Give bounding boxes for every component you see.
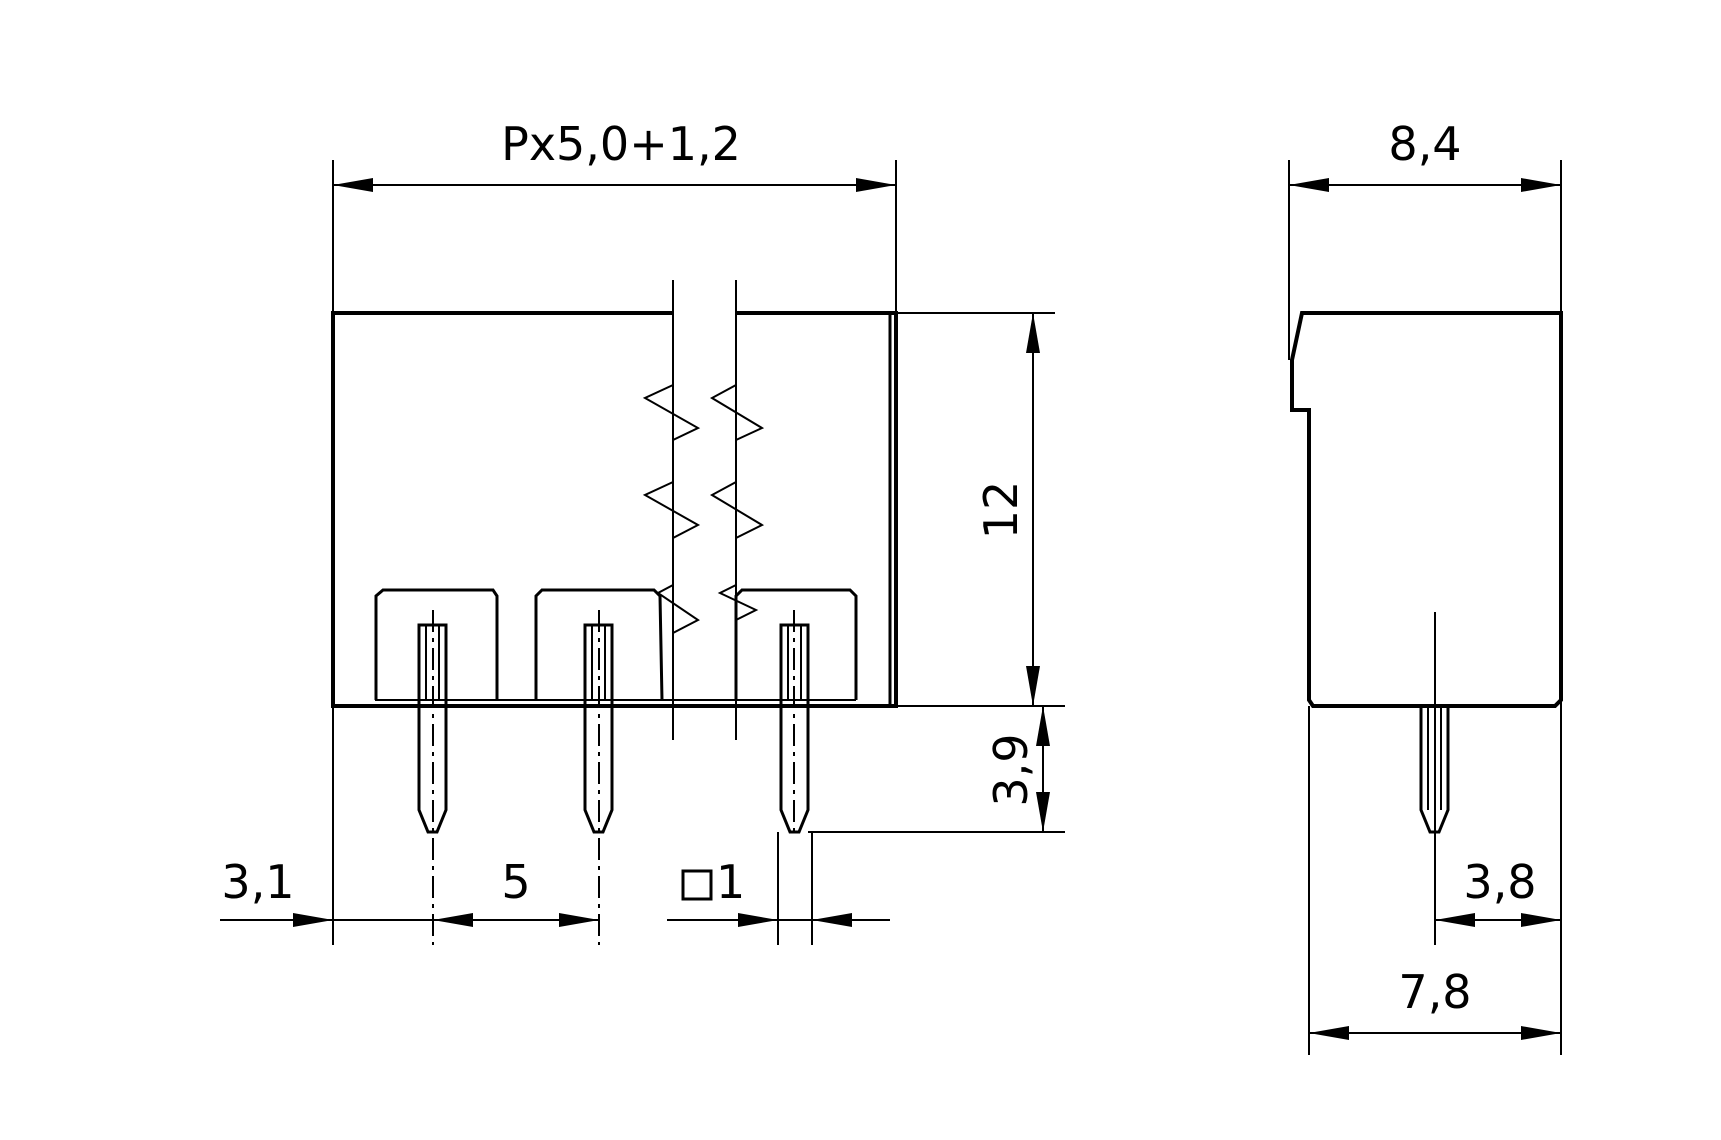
dim-pin-square-label: 1 bbox=[716, 855, 745, 909]
dim-pin-length-label: 3,9 bbox=[984, 733, 1038, 806]
zigzag-right bbox=[709, 330, 765, 706]
dim-pitch: 5 bbox=[433, 855, 599, 927]
dim-side-base-width: 7,8 bbox=[1309, 965, 1561, 1040]
dim-overall-width: Px5,0+1,2 bbox=[333, 117, 896, 192]
housing-right-outline bbox=[736, 311, 898, 708]
dim-side-width: 8,4 bbox=[1289, 117, 1561, 192]
side-pin bbox=[1419, 612, 1450, 945]
dim-side-pin-offset-label: 3,8 bbox=[1463, 855, 1536, 909]
pin-pocket-2 bbox=[534, 588, 664, 701]
front-view: Px5,0+1,2 12 3,9 3,1 5 bbox=[220, 117, 1065, 945]
side-view: 8,4 3,8 7,8 bbox=[1288, 117, 1563, 1055]
side-housing-outline bbox=[1290, 311, 1563, 708]
dim-height: 12 bbox=[974, 313, 1040, 706]
pin-pocket-3 bbox=[734, 588, 858, 700]
pin-pocket-1 bbox=[374, 588, 499, 700]
pin-2 bbox=[583, 610, 614, 945]
dim-edge-to-pin-label: 3,1 bbox=[221, 855, 294, 909]
dim-side-pin-offset: 3,8 bbox=[1435, 855, 1561, 927]
square-icon bbox=[681, 869, 713, 901]
dim-pin-length: 3,9 bbox=[984, 706, 1050, 832]
dim-side-base-width-label: 7,8 bbox=[1398, 965, 1471, 1019]
dim-pitch-label: 5 bbox=[501, 855, 530, 909]
dim-edge-to-pin: 3,1 bbox=[220, 855, 473, 927]
pin-1 bbox=[417, 610, 448, 945]
dim-side-width-label: 8,4 bbox=[1388, 117, 1461, 171]
dim-pin-square: 1 bbox=[667, 855, 890, 927]
dim-height-label: 12 bbox=[974, 481, 1028, 540]
dim-overall-width-label: Px5,0+1,2 bbox=[501, 117, 741, 171]
housing-left-outline bbox=[331, 311, 673, 708]
pin-3 bbox=[779, 610, 810, 834]
zigzag-left bbox=[642, 330, 701, 706]
